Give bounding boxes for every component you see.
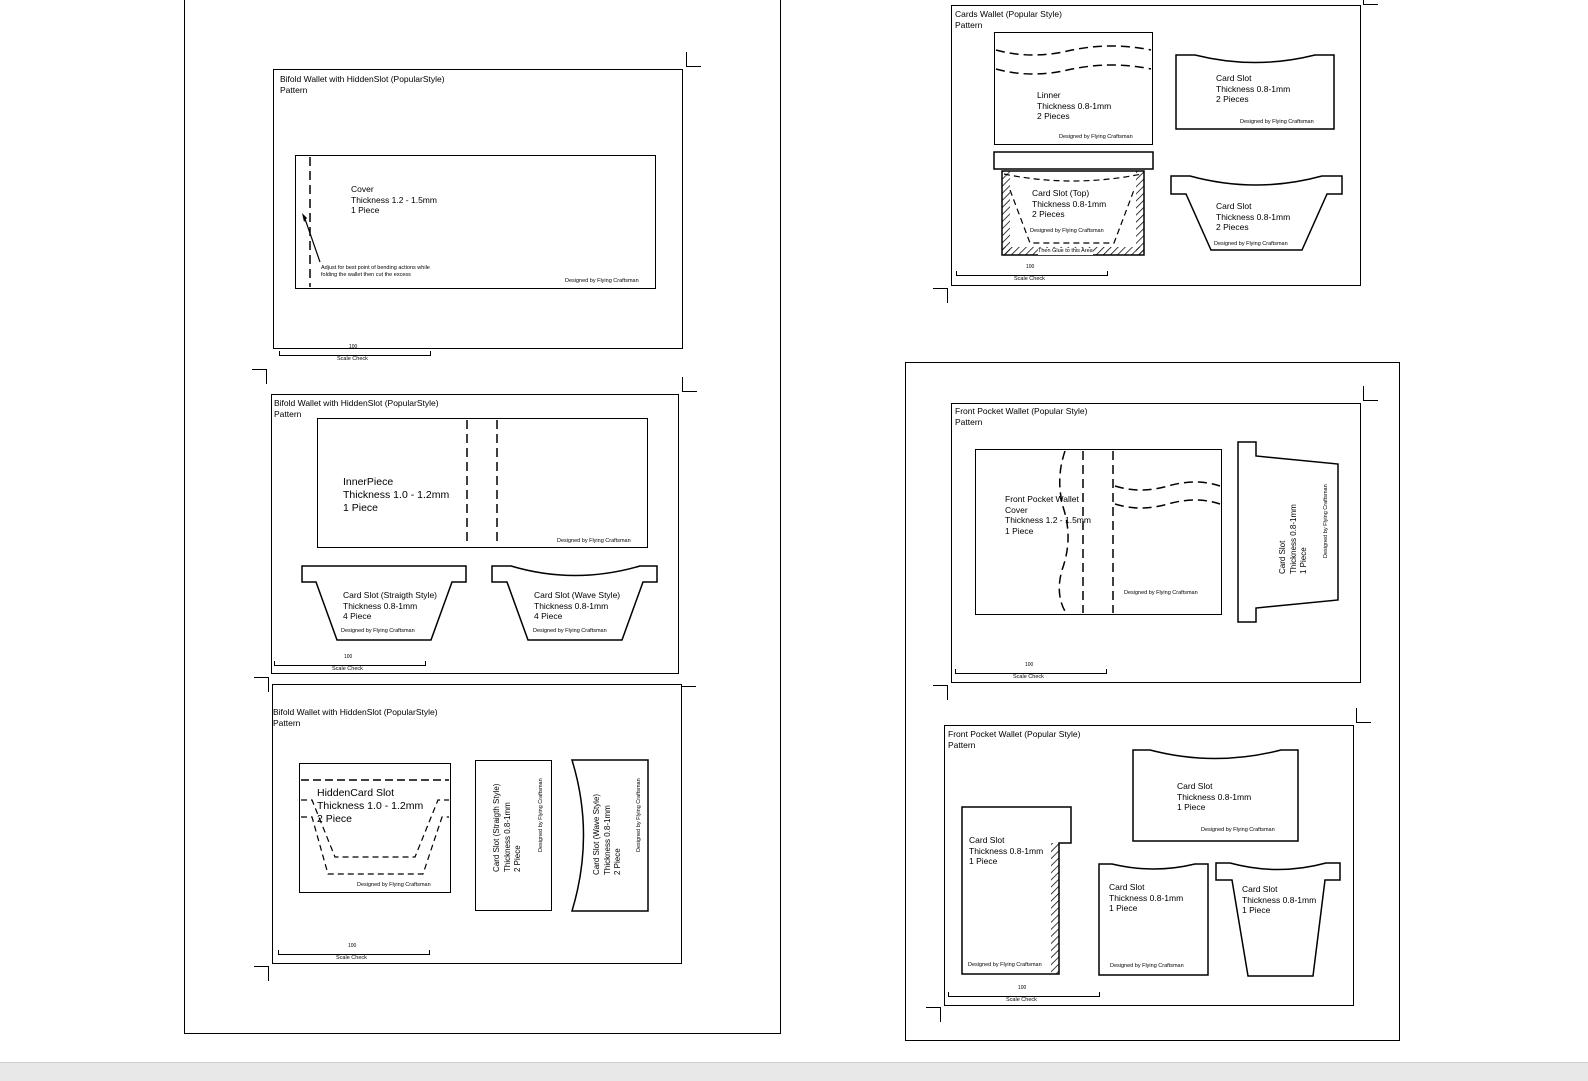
hidden-slot-piece [299,763,451,893]
crop-mark [933,685,948,700]
designer-credit: Designed by Flying Craftsman [1059,134,1133,140]
designer-credit: Designed by Flying Craftsman [341,628,415,634]
vertical-straight-slot [475,760,552,911]
panel-subtitle: Pattern [274,409,302,419]
panel-title: Bifold Wallet with HiddenSlot (PopularSt… [280,74,445,84]
hidden-slot-label: HiddenCard Slot Thickness 1.0 - 1.2mm 2 … [317,787,424,825]
designer-credit: Designed by Flying Craftsman [968,962,1042,968]
panel-subtitle: Pattern [948,740,976,750]
designer-credit: Designed by Flying Craftsman [357,882,431,888]
linner-piece [994,32,1153,145]
front-cover-label: Front Pocket Wallet Cover Thickness 1.2 … [1005,494,1091,536]
panel-subtitle: Pattern [280,85,308,95]
card-slot-label: Card Slot Thickness 0.8-1mm 1 Piece [1242,884,1317,915]
designer-credit: Designed by Flying Craftsman [565,278,639,284]
glue-area-label: Then Glue to this Area [1038,248,1093,255]
card-slot-label: Card Slot Thickness 0.8-1mm 1 Piece [969,835,1044,866]
crop-mark [1363,386,1378,401]
designer-credit: Designed by Flying Craftsman [1240,119,1314,125]
crop-mark [933,288,948,303]
crop-mark [682,686,696,701]
designer-credit: Designed by Flying Craftsman [1030,228,1104,234]
crop-mark [254,966,269,981]
bifold-inner-panel [271,394,679,674]
cards-wallet-panel [951,5,1361,286]
bifold-hidden-slot-panel [272,684,682,964]
designer-credit: Designed by Flying Craftsman [1124,590,1198,596]
inner-label: InnerPiece Thickness 1.0 - 1.2mm 1 Piece [343,476,450,514]
panel-subtitle: Pattern [955,417,983,427]
viewer-bottom-bar [0,1062,1588,1081]
panel-title: Front Pocket Wallet (Popular Style) [948,729,1081,739]
bifold-cover-panel [273,69,683,349]
crop-mark [1356,708,1371,723]
cover-piece [295,155,656,289]
card-slot-bottom-label: Card Slot Thickness 0.8-1mm 2 Pieces [1216,201,1291,232]
designer-credit: Designed by Flying Craftsman [1110,963,1184,969]
panel-title: Bifold Wallet with HiddenSlot (PopularSt… [273,707,438,717]
scale-check: 100 Scale Check [956,264,1108,285]
crop-mark [686,52,701,67]
scale-check: 100 Scale Check [278,943,430,964]
designer-credit: Designed by Flying Craftsman [1201,827,1275,833]
designer-credit: Designed by Flying Craftsman [1214,241,1288,247]
scale-check: 100 Scale Check [955,662,1107,683]
card-slot-wave-label: Card Slot (Wave Style) Thickness 0.8-1mm… [534,590,621,621]
crop-mark [252,369,267,384]
crop-mark [682,377,697,392]
designer-credit: Designed by Flying Craftsman [533,628,607,634]
front-pocket-panel-2 [944,725,1354,1006]
fold-note: Adjust for best point of bending actions… [321,265,430,278]
panel-title: Bifold Wallet with HiddenSlot (PopularSt… [274,398,439,408]
panel-subtitle: Pattern [955,20,983,30]
panel-title: Cards Wallet (Popular Style) [955,9,1062,19]
front-pocket-cover [975,449,1222,615]
panel-title: Front Pocket Wallet (Popular Style) [955,406,1088,416]
scale-check: 100 Scale Check [948,985,1100,1006]
scale-check: 100 Scale Check [274,654,426,675]
card-slot-top-label: Card Slot (Top) Thickness 0.8-1mm 2 Piec… [1032,188,1107,219]
scale-check: 100 Scale Check [279,344,431,365]
crop-mark [926,1007,941,1022]
inner-piece [317,418,648,548]
card-slot-label: Card Slot Thickness 0.8-1mm 1 Piece [1109,882,1184,913]
designer-credit: Designed by Flying Craftsman [557,538,631,544]
card-slot-label: Card Slot Thickness 0.8-1mm 2 Pieces [1216,73,1291,104]
cover-label: Cover Thickness 1.2 - 1.5mm 1 Piece [351,184,437,215]
crop-mark [1363,0,1378,5]
crop-mark [254,677,269,692]
card-slot-straight-label: Card Slot (Straigth Style) Thickness 0.8… [343,590,438,621]
panel-subtitle: Pattern [273,718,301,728]
card-slot-label: Card Slot Thickness 0.8-1mm 1 Piece [1177,781,1252,812]
linner-label: Linner Thickness 0.8-1mm 2 Pieces [1037,90,1112,121]
